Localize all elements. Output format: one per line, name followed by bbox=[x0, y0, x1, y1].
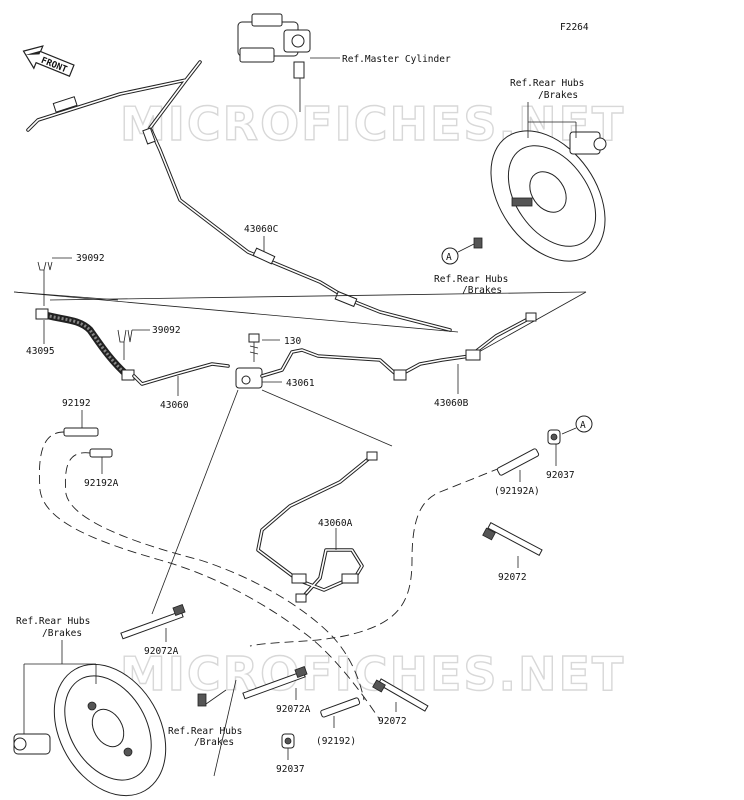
ref-rear-hubs-left-l2: /Brakes bbox=[42, 628, 82, 639]
label-92192: 92192 bbox=[62, 398, 91, 409]
callout-a-bottom-letter: A bbox=[580, 420, 586, 431]
ref-rear-hubs-bottom-l2: /Brakes bbox=[194, 737, 234, 748]
label-130: 130 bbox=[284, 336, 301, 347]
ref-master-cylinder: Ref.Master Cylinder bbox=[342, 54, 451, 65]
label-39092-a: 39092 bbox=[76, 253, 105, 264]
bleeder-valve bbox=[473, 237, 483, 249]
rear-brake-bottom-left bbox=[13, 663, 207, 797]
callout-a-bottom bbox=[575, 415, 593, 433]
pipe-43060 bbox=[132, 362, 230, 386]
ref-rear-hubs-left-l1: Ref.Rear Hubs bbox=[16, 616, 90, 627]
callout-a-top bbox=[441, 247, 459, 265]
tie-92072-right bbox=[482, 522, 543, 556]
ref-rear-hubs-mid-l2: /Brakes bbox=[462, 285, 502, 296]
callout-a-top-letter: A bbox=[446, 252, 452, 263]
clip-39092-left bbox=[37, 261, 53, 306]
brake-hose-43095 bbox=[35, 308, 135, 381]
joint-43061 bbox=[235, 367, 263, 389]
label-92192a: 92192A bbox=[84, 478, 119, 489]
pipe-43060a bbox=[256, 451, 378, 603]
pipe-43060b bbox=[260, 312, 537, 381]
label-92072-a: 92072 bbox=[498, 572, 527, 583]
label-43060: 43060 bbox=[160, 400, 189, 411]
pipe-43060c bbox=[26, 60, 452, 332]
label-92192-paren: (92192) bbox=[316, 736, 356, 747]
watermark-bottom: MICROFICHES.NET bbox=[120, 647, 625, 701]
ref-rear-hubs-mid-l1: Ref.Rear Hubs bbox=[434, 274, 508, 285]
label-92072a-a: 92072A bbox=[144, 646, 179, 657]
tie-92072a-mid bbox=[242, 666, 308, 700]
clamp-92037-top bbox=[547, 429, 561, 445]
master-cylinder bbox=[237, 13, 340, 79]
cable-92192 bbox=[63, 427, 113, 458]
ref-rear-hubs-bottom-l1: Ref.Rear Hubs bbox=[168, 726, 242, 737]
label-43060c: 43060C bbox=[244, 224, 278, 235]
ref-rear-hubs-top-l2: /Brakes bbox=[538, 90, 578, 101]
label-92037-a: 92037 bbox=[546, 470, 575, 481]
label-39092-b: 39092 bbox=[152, 325, 181, 336]
ref-rear-hubs-top-l1: Ref.Rear Hubs bbox=[510, 78, 584, 89]
figure-code: F2264 bbox=[560, 22, 589, 33]
cable-92192-bottom bbox=[320, 697, 361, 718]
tie-92072-bottom bbox=[372, 678, 429, 712]
rear-brake-top-right bbox=[490, 130, 607, 262]
cable-92192a-right bbox=[496, 448, 540, 476]
front-arrow-icon: FRONT bbox=[22, 45, 75, 77]
label-43060b: 43060B bbox=[434, 398, 469, 409]
label-92192a-paren: (92192A) bbox=[494, 486, 540, 497]
label-43061: 43061 bbox=[286, 378, 315, 389]
label-43060a: 43060A bbox=[318, 518, 353, 529]
tie-92072a-left bbox=[120, 604, 186, 640]
label-92072-b: 92072 bbox=[378, 716, 407, 727]
label-92072a-b: 92072A bbox=[276, 704, 311, 715]
label-43095: 43095 bbox=[26, 346, 55, 357]
bolt-130 bbox=[248, 333, 260, 362]
clamp-92037-bottom bbox=[281, 733, 295, 749]
clip-39092-right bbox=[117, 329, 133, 360]
label-92037-b: 92037 bbox=[276, 764, 305, 775]
